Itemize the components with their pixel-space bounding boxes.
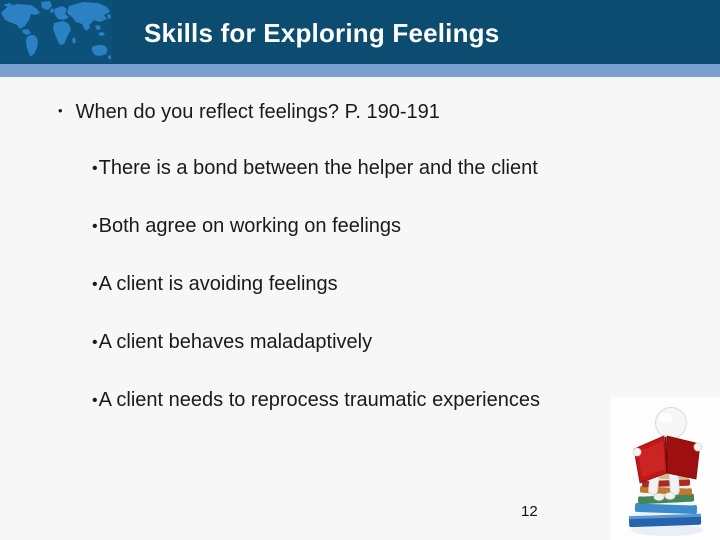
reading-figure-image bbox=[610, 397, 720, 540]
bullet-icon: • bbox=[92, 334, 98, 351]
main-bullet-text: When do you reflect feelings? P. 190-191 bbox=[75, 101, 440, 123]
world-map-graphic bbox=[0, 0, 112, 63]
accent-stripe bbox=[0, 64, 720, 77]
sub-bullet-item: •Both agree on working on feelings bbox=[92, 215, 401, 238]
bullet-icon: • bbox=[92, 276, 98, 293]
slide-title: Skills for Exploring Feelings bbox=[144, 18, 500, 48]
bullet-icon: • bbox=[92, 392, 98, 409]
sub-bullet-text: A client is avoiding feelings bbox=[98, 273, 338, 295]
sub-bullet-text: There is a bond between the helper and t… bbox=[98, 157, 538, 179]
bullet-icon: • bbox=[92, 218, 98, 235]
sub-bullet-item: •A client needs to reprocess traumatic e… bbox=[92, 389, 540, 412]
bullet-icon: • bbox=[58, 103, 63, 118]
sub-bullet-item: •A client is avoiding feelings bbox=[92, 273, 338, 296]
red-book bbox=[633, 435, 701, 484]
map-continents bbox=[1, 1, 111, 59]
page-number: 12 bbox=[521, 503, 538, 520]
sub-bullet-text: Both agree on working on feelings bbox=[98, 215, 402, 237]
sub-bullet-text: A client behaves maladaptively bbox=[98, 331, 373, 353]
main-bullet-item: • When do you reflect feelings? P. 190-19… bbox=[58, 101, 440, 124]
sub-bullet-item: •There is a bond between the helper and … bbox=[92, 157, 538, 180]
stick-figure bbox=[632, 407, 703, 501]
bullet-icon: • bbox=[92, 160, 98, 177]
sub-bullet-item: •A client behaves maladaptively bbox=[92, 331, 372, 354]
sub-bullet-text: A client needs to reprocess traumatic ex… bbox=[98, 389, 540, 411]
header-band: Skills for Exploring Feelings bbox=[0, 0, 720, 64]
